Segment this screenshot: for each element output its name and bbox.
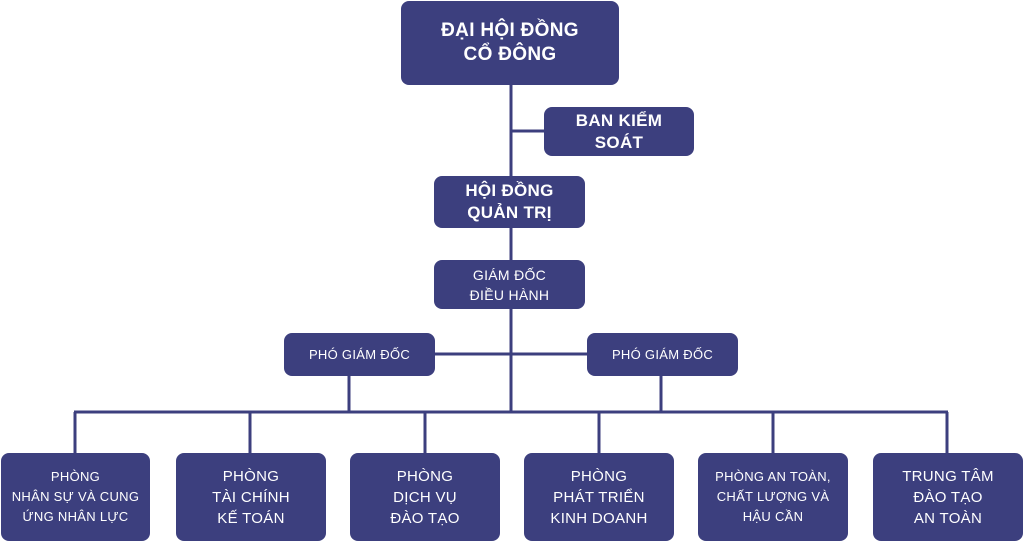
deputy-right-box: PHÓ GIÁM ĐỐC <box>587 333 738 376</box>
department-line: ỨNG NHÂN LỰC <box>22 509 129 524</box>
department-line: PHÒNG <box>222 467 280 485</box>
department-line: KINH DOANH <box>550 509 648 527</box>
shareholders-line1: ĐẠI HỘI ĐỒNG <box>441 20 579 41</box>
supervisory-line1: BAN KIỂM <box>575 110 663 130</box>
shareholders-line2: CỔ ĐÔNG <box>463 44 557 65</box>
department-line: DỊCH VỤ <box>393 488 457 506</box>
shareholders-box: ĐẠI HỘI ĐỒNG CỔ ĐÔNG <box>401 1 619 85</box>
deputy-right-label: PHÓ GIÁM ĐỐC <box>611 346 714 362</box>
department-line: PHÒNG <box>50 469 101 484</box>
department-line: HẬU CẦN <box>742 509 804 524</box>
deputy-left-box: PHÓ GIÁM ĐỐC <box>284 333 435 376</box>
department-line: TÀI CHÍNH <box>212 488 290 506</box>
department-line: KẾ TOÁN <box>217 509 285 527</box>
supervisory-box: BAN KIỂM SOÁT <box>544 107 694 156</box>
department-box-training-service: PHÒNG DỊCH VỤ ĐÀO TẠO <box>350 453 500 541</box>
department-box-safety-training-center: TRUNG TÂM ĐÀO TẠO AN TOÀN <box>873 453 1023 541</box>
department-box-business-dev: PHÒNG PHÁT TRIỂN KINH DOANH <box>524 453 674 541</box>
department-box-finance: PHÒNG TÀI CHÍNH KẾ TOÁN <box>176 453 326 541</box>
department-line: CHẤT LƯỢNG VÀ <box>716 489 830 504</box>
board-line2: QUẢN TRỊ <box>467 203 552 222</box>
department-line: ĐÀO TẠO <box>390 509 460 527</box>
department-line: PHÒNG AN TOÀN, <box>715 469 831 484</box>
department-line: NHÂN SỰ VÀ CUNG <box>11 489 140 504</box>
ceo-line2: ĐIỀU HÀNH <box>469 286 550 303</box>
department-line: ĐÀO TẠO <box>913 488 983 506</box>
supervisory-line2: SOÁT <box>594 132 644 152</box>
department-box-hr: PHÒNG NHÂN SỰ VÀ CUNG ỨNG NHÂN LỰC <box>1 453 150 541</box>
ceo-box: GIÁM ĐỐC ĐIỀU HÀNH <box>434 260 585 309</box>
department-line: AN TOÀN <box>913 509 983 527</box>
department-box-safety-quality: PHÒNG AN TOÀN, CHẤT LƯỢNG VÀ HẬU CẦN <box>698 453 848 541</box>
department-line: PHÁT TRIỂN <box>553 488 645 506</box>
department-line: PHÒNG <box>570 467 628 485</box>
board-box: HỘI ĐỒNG QUẢN TRỊ <box>434 176 585 228</box>
department-line: TRUNG TÂM <box>902 467 994 485</box>
ceo-line1: GIÁM ĐỐC <box>472 266 547 283</box>
department-line: PHÒNG <box>396 467 454 485</box>
board-line1: HỘI ĐỒNG <box>465 181 554 200</box>
deputy-left-label: PHÓ GIÁM ĐỐC <box>308 346 411 362</box>
